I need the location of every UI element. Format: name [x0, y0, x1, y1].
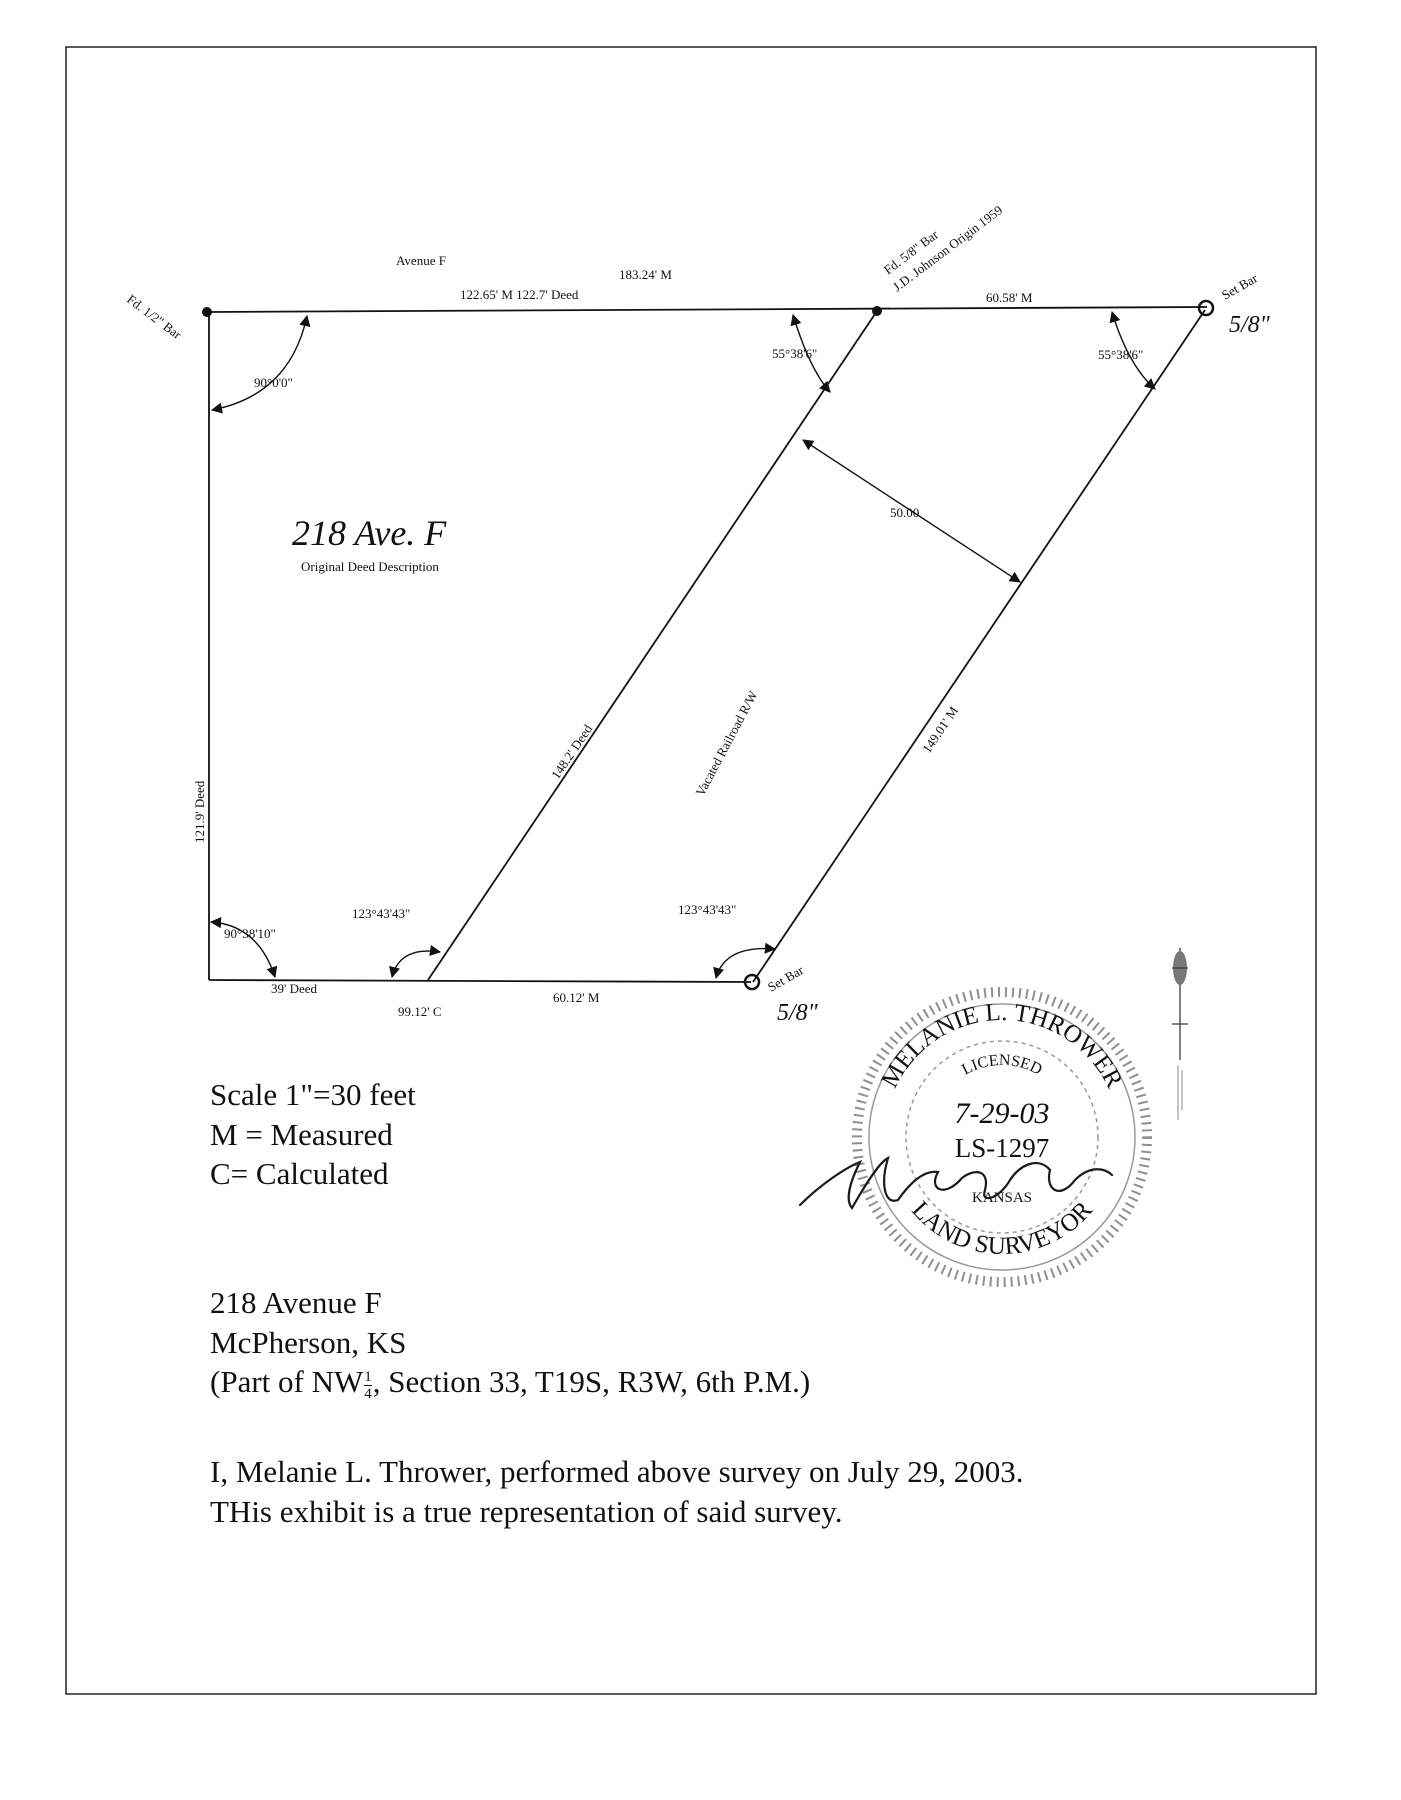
ne-corner-label: Set Bar: [1219, 270, 1261, 303]
legend-block: Scale 1"=30 feet M = Measured C= Calcula…: [210, 1075, 416, 1194]
south-east-distance: 60.12' M: [553, 990, 600, 1005]
fraction-denominator: 4: [364, 1385, 372, 1402]
arc-sw: [209, 917, 278, 979]
measured-note: M = Measured: [210, 1116, 393, 1152]
certification-statement: I, Melanie L. Thrower, performed above s…: [210, 1452, 1023, 1531]
angle-south-label: 123°43'43": [352, 906, 410, 921]
se-corner-label: Set Bar: [765, 962, 807, 995]
page-border: [65, 46, 1317, 1695]
legal-prefix: (Part of NW: [210, 1364, 364, 1400]
south-line: [208, 979, 752, 983]
seal-licensed: LICENSED: [959, 1052, 1044, 1079]
set-bar-ne-marker: [1197, 299, 1215, 317]
seal-name: MELANIE L. THROWER: [876, 999, 1128, 1093]
railroad-west-line: [427, 310, 878, 981]
angle-nw-label: 90°0'0": [254, 375, 293, 390]
legal-suffix: , Section 33, T19S, R3W, 6th P.M.): [372, 1364, 811, 1400]
angle-se-label: 123°43'43": [678, 902, 736, 917]
railroad-row-label: Vacated Railroad R/W: [692, 687, 760, 798]
north-arrow-icon: [1172, 948, 1188, 1120]
lot-description-label: Original Deed Description: [301, 559, 439, 574]
lot-address-handwritten: 218 Ave. F: [292, 513, 447, 553]
statement-line-1: I, Melanie L. Thrower, performed above s…: [210, 1454, 1024, 1489]
north-west-distance: 122.65' M 122.7' Deed: [460, 287, 579, 302]
seal-date-handwritten: 7-29-03: [955, 1097, 1050, 1130]
arc-se: [713, 942, 777, 980]
seal-license-number: LS-1297: [955, 1133, 1050, 1163]
angle-ne-label: 55°38'6": [1098, 347, 1143, 362]
arc-nw: [210, 314, 311, 414]
se-corner-handwritten: 5/8": [777, 1000, 819, 1026]
found-bar-nw-marker: [202, 307, 212, 317]
parcel-lines: [206, 306, 1208, 983]
address-line-2: McPherson, KS: [210, 1324, 407, 1360]
width-label: 50.00: [890, 505, 919, 520]
south-calculated-distance: 99.12' C: [398, 1004, 442, 1019]
found-bar-north-marker: [872, 306, 882, 316]
statement-line-2: THis exhibit is a true representation of…: [210, 1493, 843, 1529]
arc-ne: [1109, 310, 1156, 390]
width-dimension-arrow: [802, 439, 1021, 583]
angle-north-label: 55°38'6": [772, 346, 817, 361]
street-name-label: Avenue F: [396, 253, 446, 268]
railroad-east-line: [752, 309, 1206, 983]
calculated-note: C= Calculated: [210, 1156, 389, 1192]
seal-state: KANSAS: [972, 1190, 1032, 1206]
north-total-distance: 183.24' M: [619, 267, 672, 282]
surveyor-signature: [798, 1155, 1114, 1210]
south-west-distance: 39' Deed: [271, 981, 318, 996]
north-east-distance: 60.58' M: [986, 290, 1033, 305]
scale-note: Scale 1"=30 feet: [210, 1077, 416, 1112]
ne-corner-handwritten: 5/8": [1229, 312, 1271, 338]
railroad-east-distance: 149.01' M: [919, 703, 961, 756]
nw-corner-label: Fd. 1/2" Bar: [124, 291, 185, 342]
west-side-distance: 121.9' Deed: [192, 780, 207, 843]
angle-arcs: [209, 310, 1156, 980]
north-line: [206, 306, 1208, 313]
arc-south: [389, 944, 442, 979]
arc-north: [790, 313, 831, 393]
angle-sw-label: 90°38'10": [224, 926, 276, 941]
railroad-west-distance: 148.2' Deed: [548, 721, 596, 781]
address-line-1: 218 Avenue F: [210, 1285, 382, 1320]
surveyor-seal: MELANIE L. THROWER LAND SURVEYOR LICENSE…: [852, 987, 1152, 1287]
fraction-numerator: 1: [364, 1368, 372, 1386]
